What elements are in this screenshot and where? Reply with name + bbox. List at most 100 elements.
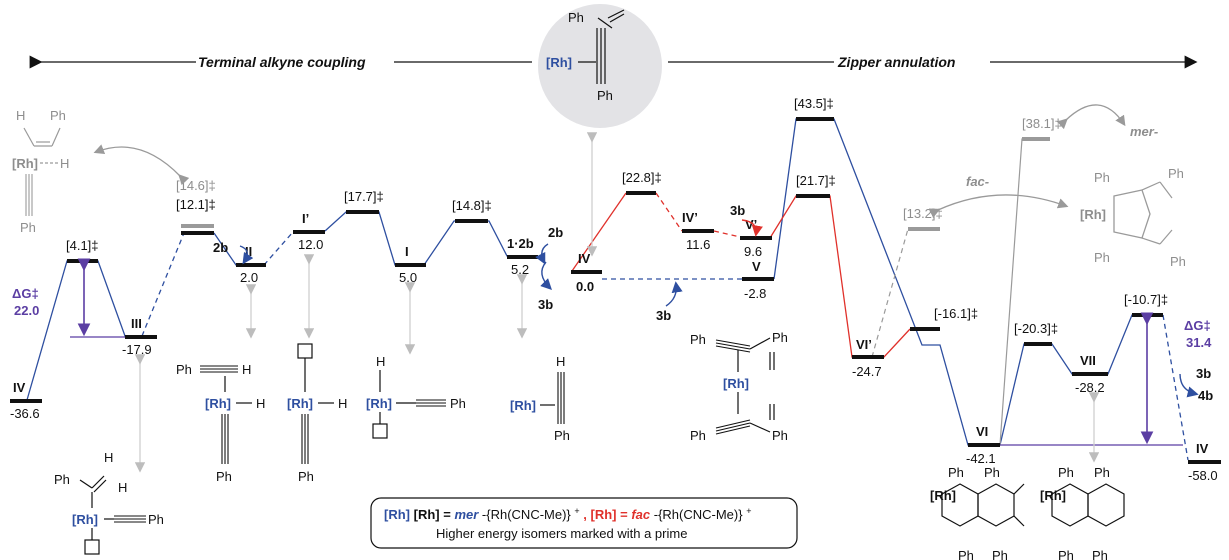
ph-label: Ph: [1170, 254, 1186, 269]
label-1-2b-name: 1·2b: [507, 236, 534, 251]
h-label: H: [256, 396, 265, 411]
ph-label: Ph: [690, 332, 706, 347]
label-TS4: [14.8]‡: [452, 198, 492, 213]
rh-label: [Rh]: [12, 156, 38, 171]
rh-label: [Rh]: [1040, 488, 1066, 503]
label-IV-right-name: IV: [1196, 441, 1209, 456]
ph-label: Ph: [216, 469, 232, 484]
label-IV-right-value: -58.0: [1188, 468, 1218, 483]
legend-eq-1: [Rh] =: [414, 507, 455, 522]
ph-label: Ph: [958, 548, 974, 560]
label-IV-prime-value: 11.6: [686, 237, 710, 252]
label-TS-grey-13-2: [13.2]‡: [903, 206, 943, 221]
label-II-name: II: [245, 244, 252, 259]
legend-line-1: [Rh] [Rh] = mer -{Rh(CNC-Me)} + , [Rh] =…: [384, 506, 751, 522]
ph-label: Ph: [597, 88, 613, 103]
h-label: H: [118, 480, 127, 495]
label-TS-grey-14-6: [14.6]‡: [176, 178, 216, 193]
reagent-2b: 2b: [213, 240, 228, 255]
rh-label: [Rh]: [72, 512, 98, 527]
label-TS1: [4.1]‡: [66, 238, 99, 253]
rh-label: [Rh]: [723, 376, 749, 391]
label-1-2b-value: 5.2: [511, 262, 529, 277]
rh-label: [Rh]: [287, 396, 313, 411]
ph-label: Ph: [1094, 250, 1110, 265]
ph-label: Ph: [1094, 465, 1110, 480]
header-axis: Terminal alkyne coupling Zipper annulati…: [29, 54, 1198, 70]
label-TS8: [-16.1]‡: [934, 306, 978, 321]
ph-label: Ph: [1058, 465, 1074, 480]
label-TS-grey-38-1: [38.1]‡: [1022, 116, 1062, 131]
structure-rh-hydride-alkyne: Ph H [Rh] H Ph: [176, 362, 265, 484]
rh-label: [Rh]: [930, 488, 956, 503]
central-complex-structure: [Rh] Ph Ph: [538, 4, 662, 128]
label-I-name: I: [405, 244, 409, 259]
ph-label: Ph: [450, 396, 466, 411]
h-label: H: [242, 362, 251, 377]
legend-fac: fac: [631, 507, 651, 522]
ph-label: Ph: [690, 428, 706, 443]
structure-rh-bis-enyne: Ph Ph [Rh] Ph Ph: [690, 330, 788, 443]
legend-mer: mer: [454, 507, 479, 522]
legend-fac-formula: -{Rh(CNC-Me)}: [654, 507, 744, 522]
label-TS5: [22.8]‡: [622, 170, 662, 185]
label-VI-name: VI: [976, 424, 988, 439]
label-III-value: -17.9: [122, 342, 152, 357]
label-II-value: 2.0: [240, 270, 258, 285]
reagent-4b: 4b: [1198, 388, 1213, 403]
rh-label: [Rh]: [510, 398, 536, 413]
legend-rh-mer: [Rh]: [384, 507, 410, 522]
ph-label: Ph: [1092, 548, 1108, 560]
structure-grey-alkene: H Ph [Rh] H Ph: [12, 108, 69, 235]
rh-label: [Rh]: [1080, 207, 1106, 222]
legend-mer-formula: -{Rh(CNC-Me)}: [482, 507, 572, 522]
label-TS10: [-10.7]‡: [1124, 292, 1168, 307]
reagent-3b: 3b: [730, 203, 745, 218]
ph-label: Ph: [1094, 170, 1110, 185]
vacant-site-square: [84, 539, 100, 555]
ph-label: Ph: [50, 108, 66, 123]
label-IV-mid-name: IV: [578, 251, 591, 266]
ph-label: Ph: [298, 469, 314, 484]
header-zipper-annulation: Zipper annulation: [837, 54, 955, 70]
h-label: H: [556, 354, 565, 369]
vacant-site-square: [297, 343, 313, 359]
label-TS7: [21.7]‡: [796, 173, 836, 188]
structure-rh-hydride-vacant: [Rh] H Ph: [287, 343, 347, 484]
legend-sup: +: [574, 506, 579, 516]
structure-rh-pi-alkyne: [Rh] H Ph: [510, 354, 570, 443]
legend-box: [Rh] [Rh] = mer -{Rh(CNC-Me)} + , [Rh] =…: [370, 497, 798, 549]
connection-lines: [26, 118, 1189, 461]
structure-connectors: mer- fac-: [93, 104, 1158, 473]
ph-label: Ph: [772, 330, 788, 345]
label-VII-value: -28.2: [1075, 380, 1105, 395]
iso-mer-label: mer-: [1130, 124, 1158, 139]
label-TS6: [43.5]‡: [794, 96, 834, 111]
label-VI-prime-name: VI’: [856, 337, 872, 352]
ph-label: Ph: [1058, 548, 1074, 560]
label-VI-prime-value: -24.7: [852, 364, 882, 379]
ph-label: Ph: [554, 428, 570, 443]
structure-rh-naphthalene-VII: [Rh] Ph Ph Ph Ph: [1040, 465, 1125, 560]
ph-label: Ph: [948, 465, 964, 480]
label-TS3: [17.7]‡: [344, 189, 384, 204]
ph-label: Ph: [772, 428, 788, 443]
label-VII-name: VII: [1080, 353, 1096, 368]
structure-rh-alkynyl-hydride: H [Rh] Ph: [366, 354, 466, 439]
reagent-3b: 3b: [538, 297, 553, 312]
ph-label: Ph: [20, 220, 36, 235]
barrier-left-label: ΔG‡: [12, 286, 39, 301]
reagent-3b: 3b: [1196, 366, 1211, 381]
barrier-markers: ΔG‡ 22.0 ΔG‡ 31.4: [12, 258, 1212, 446]
label-VI-value: -42.1: [966, 451, 996, 466]
energy-levels: [10, 117, 1221, 464]
rh-label: [Rh]: [366, 396, 392, 411]
rh-label: [Rh]: [205, 396, 231, 411]
rh-label: [Rh]: [546, 55, 572, 70]
legend-rh-fac: , [Rh] =: [583, 507, 631, 522]
label-TS2: [12.1]‡: [176, 197, 216, 212]
ph-label: Ph: [54, 472, 70, 487]
structure-rh-vinyl-alkynyl: Ph H H [Rh] Ph: [54, 450, 164, 555]
reagent-2b: 2b: [548, 225, 563, 240]
